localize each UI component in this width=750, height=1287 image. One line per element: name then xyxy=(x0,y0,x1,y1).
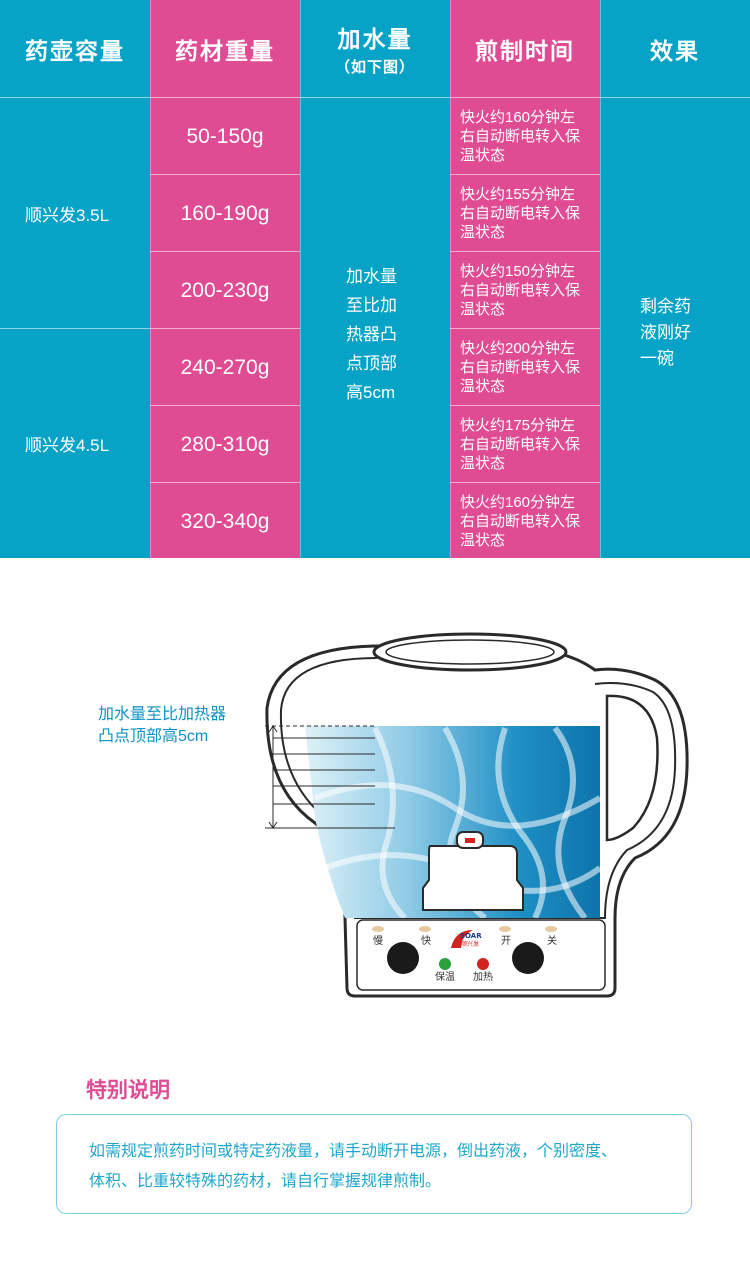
herb-weight-cell: 200-230g xyxy=(180,278,270,302)
row-divider xyxy=(150,405,300,406)
note-line: 体积、比重较特殊的药材，请自行掌握规律煎制。 xyxy=(89,1173,442,1190)
header-water-amount-sub: （如下图） xyxy=(334,59,415,76)
kettle-inner-outline xyxy=(279,657,677,919)
special-notes-box: 如需规定煎药时间或特定药液量，请手动断开电源，倒出药液，个别密度、 体积、比重较… xyxy=(56,1114,692,1214)
water-amount-line: 热器凸 xyxy=(346,325,397,344)
row-divider xyxy=(450,328,600,329)
row-divider xyxy=(150,174,300,175)
label-fast: 快 xyxy=(421,935,431,947)
heater-block xyxy=(422,845,524,911)
header-herb-weight: 药材重量 xyxy=(175,37,275,64)
kettle-diagram: 慢 快 开 关 保温 加热 SOAR 顺兴发 xyxy=(265,632,689,998)
row-divider xyxy=(450,405,600,406)
herb-weight-cell: 160-190g xyxy=(180,201,270,225)
column-herb-weight xyxy=(150,0,300,558)
effect-line: 液刚好 xyxy=(640,323,691,342)
brand-logo-sub: 顺兴发 xyxy=(461,940,479,948)
label-heating: 加热 xyxy=(473,970,493,983)
kettle-handle xyxy=(605,694,659,842)
brand-logo-text: SOAR xyxy=(460,932,482,940)
cook-time-cell: 快火约200分钟左右自动断电转入保温状态 xyxy=(460,340,581,395)
heating-lamp xyxy=(477,958,489,970)
brand-logo-icon xyxy=(451,930,473,948)
header-water-amount: 加水量 （如下图） xyxy=(334,26,415,76)
pot-capacity-cell: 顺兴发3.5L xyxy=(25,205,110,225)
column-divider xyxy=(150,0,151,558)
effect-cell: 剩余药 液刚好 一碗 xyxy=(640,294,710,372)
annotation-line: 加水量至比加热器 xyxy=(98,706,227,723)
water-amount-line: 加水量 xyxy=(346,267,397,286)
column-effect xyxy=(600,0,750,558)
row-divider xyxy=(450,174,600,175)
row-divider xyxy=(150,251,300,252)
label-off: 关 xyxy=(547,934,557,947)
herb-weight-cell: 50-150g xyxy=(186,124,264,148)
header-effect: 效果 xyxy=(650,37,700,64)
column-cook-time xyxy=(450,0,600,558)
row-divider xyxy=(150,482,300,483)
herb-weight-cell: 280-310g xyxy=(180,432,270,456)
cook-time-cell: 快火约175分钟左右自动断电转入保温状态 xyxy=(460,417,581,472)
power-knob xyxy=(512,942,544,974)
header-divider xyxy=(0,97,750,98)
water-level-annotation: 加水量至比加热器 凸点顶部高5cm xyxy=(98,704,226,748)
info-table: 药壶容量 药材重量 加水量 （如下图） 煎制时间 效果 顺兴发3.5L 顺兴发4… xyxy=(0,0,750,558)
label-on: 开 xyxy=(501,936,511,947)
water-amount-line: 高5cm xyxy=(346,383,396,402)
column-pot-capacity xyxy=(0,0,150,558)
column-divider xyxy=(450,0,451,558)
herb-weight-cell: 320-340g xyxy=(180,509,270,533)
water-amount-line: 点顶部 xyxy=(346,354,397,373)
cook-time-cell: 快火约150分钟左右自动断电转入保温状态 xyxy=(460,263,581,318)
row-divider xyxy=(450,251,600,252)
annotation-line: 凸点顶部高5cm xyxy=(98,728,209,745)
effect-line: 一碗 xyxy=(640,349,674,368)
water-amount-cell: 加水量 至比加 热器凸 点顶部 高5cm xyxy=(346,262,416,407)
row-divider xyxy=(0,328,300,329)
speed-knob xyxy=(387,942,419,974)
label-slow: 慢 xyxy=(373,935,383,947)
cook-time-cell: 快火约155分钟左右自动断电转入保温状态 xyxy=(460,186,581,241)
keep-warm-lamp xyxy=(439,958,451,970)
control-panel xyxy=(356,919,606,991)
label-keep-warm: 保温 xyxy=(435,970,455,983)
row-divider xyxy=(450,482,600,483)
cook-time-cell: 快火约160分钟左右自动断电转入保温状态 xyxy=(460,109,581,164)
column-divider xyxy=(600,0,601,558)
column-divider xyxy=(300,0,301,558)
herb-weight-cell: 240-270g xyxy=(180,355,270,379)
note-line: 如需规定煎药时间或特定药液量，请手动断开电源，倒出药液，个别密度、 xyxy=(89,1143,618,1160)
pot-capacity-cell: 顺兴发4.5L xyxy=(25,435,110,455)
column-water-amount xyxy=(300,0,450,558)
header-cook-time: 煎制时间 xyxy=(475,37,575,64)
effect-line: 剩余药 xyxy=(640,297,691,316)
special-notes-title: 特别说明 xyxy=(86,1079,170,1102)
cook-time-cell: 快火约160分钟左右自动断电转入保温状态 xyxy=(460,494,581,549)
water-amount-line: 至比加 xyxy=(346,296,397,315)
header-pot-capacity: 药壶容量 xyxy=(25,37,125,64)
